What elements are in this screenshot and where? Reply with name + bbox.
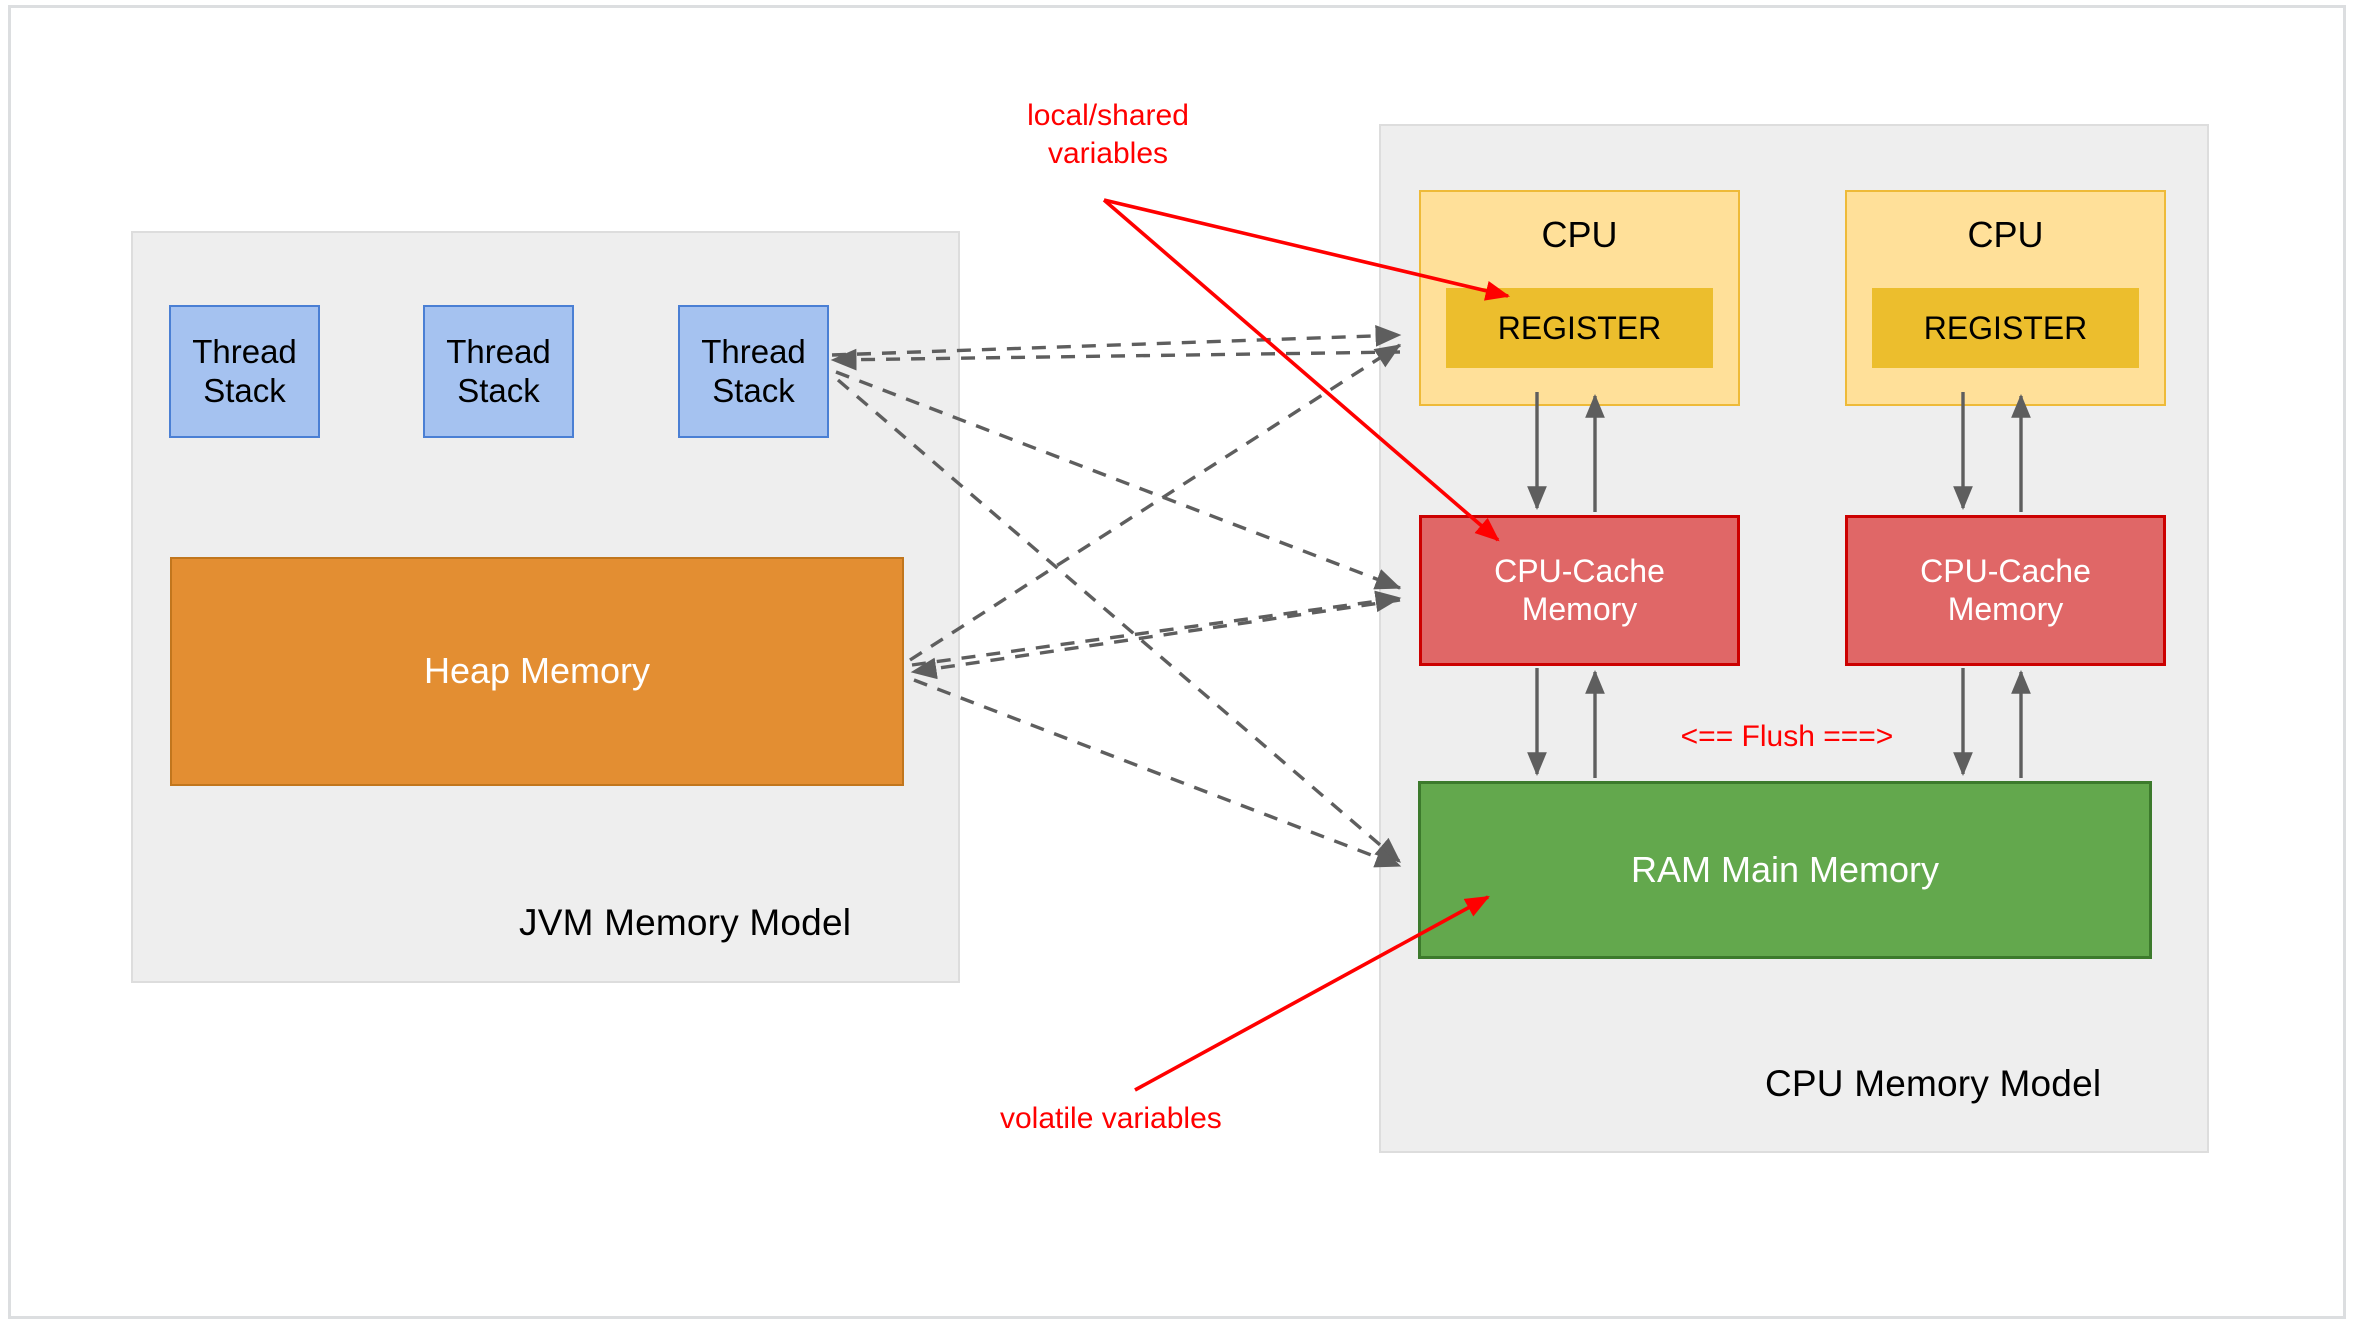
local-shared-variables-label: local/shared variables xyxy=(1027,99,1189,170)
heap-memory-box[interactable]: Heap Memory xyxy=(170,557,904,786)
register-box-1[interactable]: REGISTER xyxy=(1446,288,1713,368)
flush-label: <== Flush ===> xyxy=(1680,720,1894,753)
register-box-2[interactable]: REGISTER xyxy=(1872,288,2139,368)
cpu-memory-model-caption: CPU Memory Model xyxy=(1765,1063,2102,1104)
volatile-variables-label: volatile variables xyxy=(1000,1102,1222,1135)
thread-stack-box-1[interactable]: Thread Stack xyxy=(169,305,320,438)
jvm-memory-model-caption: JVM Memory Model xyxy=(519,902,852,943)
cpu-cache-memory-box-2[interactable]: CPU-Cache Memory xyxy=(1845,515,2166,666)
thread-stack-box-2[interactable]: Thread Stack xyxy=(423,305,574,438)
cpu-cache-memory-box-1[interactable]: CPU-Cache Memory xyxy=(1419,515,1740,666)
ram-main-memory-box[interactable]: RAM Main Memory xyxy=(1418,781,2152,959)
thread-stack-box-3[interactable]: Thread Stack xyxy=(678,305,829,438)
